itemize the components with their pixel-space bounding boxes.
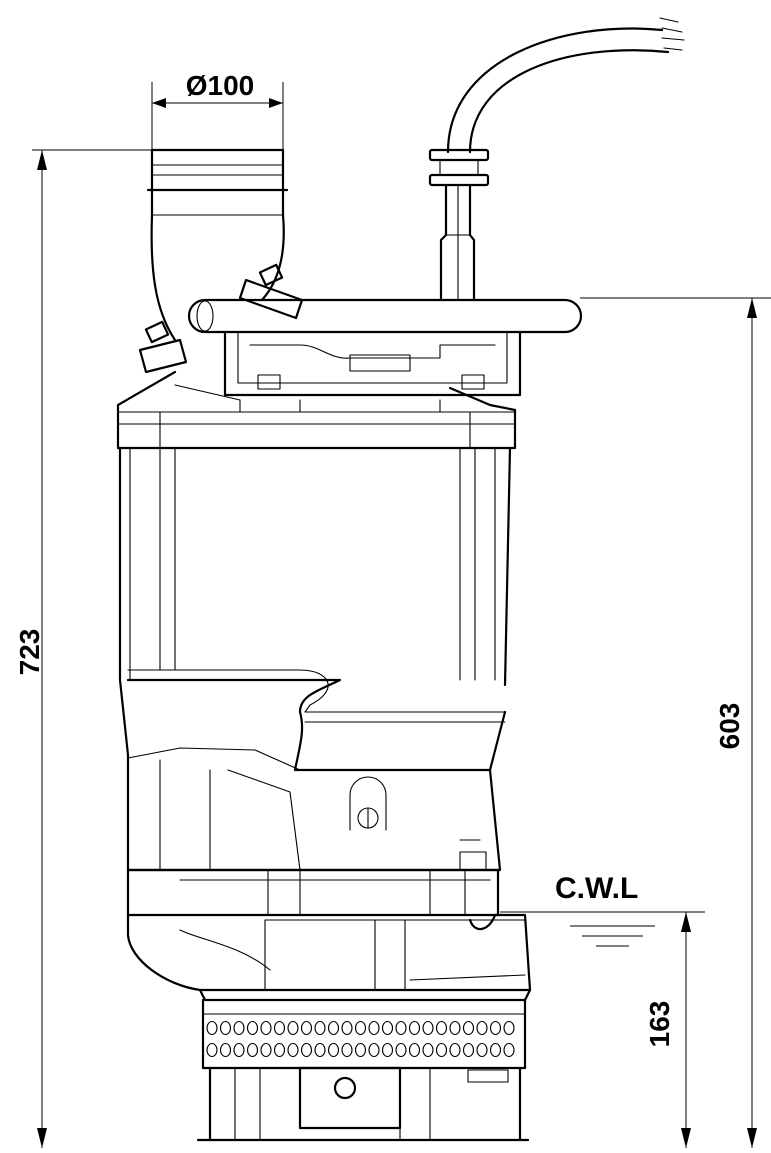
dimension-handle-height	[580, 297, 771, 1148]
strainer-hole	[287, 1042, 299, 1058]
strainer-hole	[273, 1042, 286, 1058]
lower-casing	[126, 913, 532, 1002]
strainer-hole	[368, 1020, 380, 1036]
strainer-holes	[206, 1020, 515, 1058]
strainer-hole	[354, 1042, 367, 1058]
strainer-hole	[341, 1020, 353, 1036]
total-height-label: 723	[14, 628, 45, 676]
handle-height-label: 603	[714, 702, 745, 750]
top-cover	[116, 370, 517, 450]
strainer-hole	[395, 1042, 407, 1058]
strainer-hole	[206, 1042, 218, 1058]
strainer-hole	[233, 1042, 245, 1058]
strainer-hole	[381, 1042, 394, 1058]
motor-body	[118, 446, 512, 772]
strainer-hole	[368, 1042, 380, 1058]
strainer-hole	[206, 1020, 218, 1036]
dimension-outlet-diameter	[151, 82, 284, 150]
strainer-hole	[273, 1020, 286, 1036]
strainer-hole	[503, 1020, 515, 1036]
strainer-hole	[435, 1042, 448, 1058]
strainer-hole	[408, 1042, 421, 1058]
strainer-hole	[287, 1020, 299, 1036]
strainer-hole	[489, 1042, 502, 1058]
strainer-hole	[219, 1020, 232, 1036]
water-level-height-label: 163	[644, 1000, 675, 1048]
strainer-hole	[341, 1042, 353, 1058]
strainer	[201, 998, 527, 1070]
strainer-hole	[408, 1020, 421, 1036]
strainer-hole	[314, 1020, 326, 1036]
pump-base	[196, 1066, 530, 1142]
dimension-total-height	[32, 149, 152, 1148]
strainer-hole	[260, 1020, 272, 1036]
outlet-diameter-label: Ø100	[185, 70, 255, 101]
strainer-hole	[476, 1020, 488, 1036]
volute-casing	[126, 747, 502, 917]
strainer-hole	[476, 1042, 488, 1058]
strainer-hole	[395, 1020, 407, 1036]
lifting-handle	[187, 298, 583, 397]
strainer-hole	[449, 1020, 461, 1036]
water-level-marker	[500, 911, 705, 947]
strainer-hole	[246, 1020, 259, 1036]
strainer-hole	[314, 1042, 326, 1058]
strainer-hole	[503, 1042, 515, 1058]
strainer-hole	[449, 1042, 461, 1058]
strainer-hole	[327, 1042, 340, 1058]
strainer-hole	[327, 1020, 340, 1036]
discharge-outlet	[138, 148, 304, 374]
strainer-hole	[354, 1020, 367, 1036]
strainer-hole	[219, 1042, 232, 1058]
strainer-hole	[300, 1042, 313, 1058]
power-cable	[428, 17, 685, 302]
strainer-hole	[422, 1020, 434, 1036]
strainer-hole	[435, 1020, 448, 1036]
strainer-hole	[489, 1020, 502, 1036]
water-level-label: C.W.L	[555, 872, 639, 905]
strainer-hole	[381, 1020, 394, 1036]
strainer-hole	[422, 1042, 434, 1058]
strainer-hole	[260, 1042, 272, 1058]
strainer-hole	[246, 1042, 259, 1058]
strainer-hole	[233, 1020, 245, 1036]
dimension-water-level-height	[681, 912, 691, 1148]
strainer-hole	[300, 1020, 313, 1036]
strainer-hole	[462, 1020, 475, 1036]
strainer-hole	[462, 1042, 475, 1058]
